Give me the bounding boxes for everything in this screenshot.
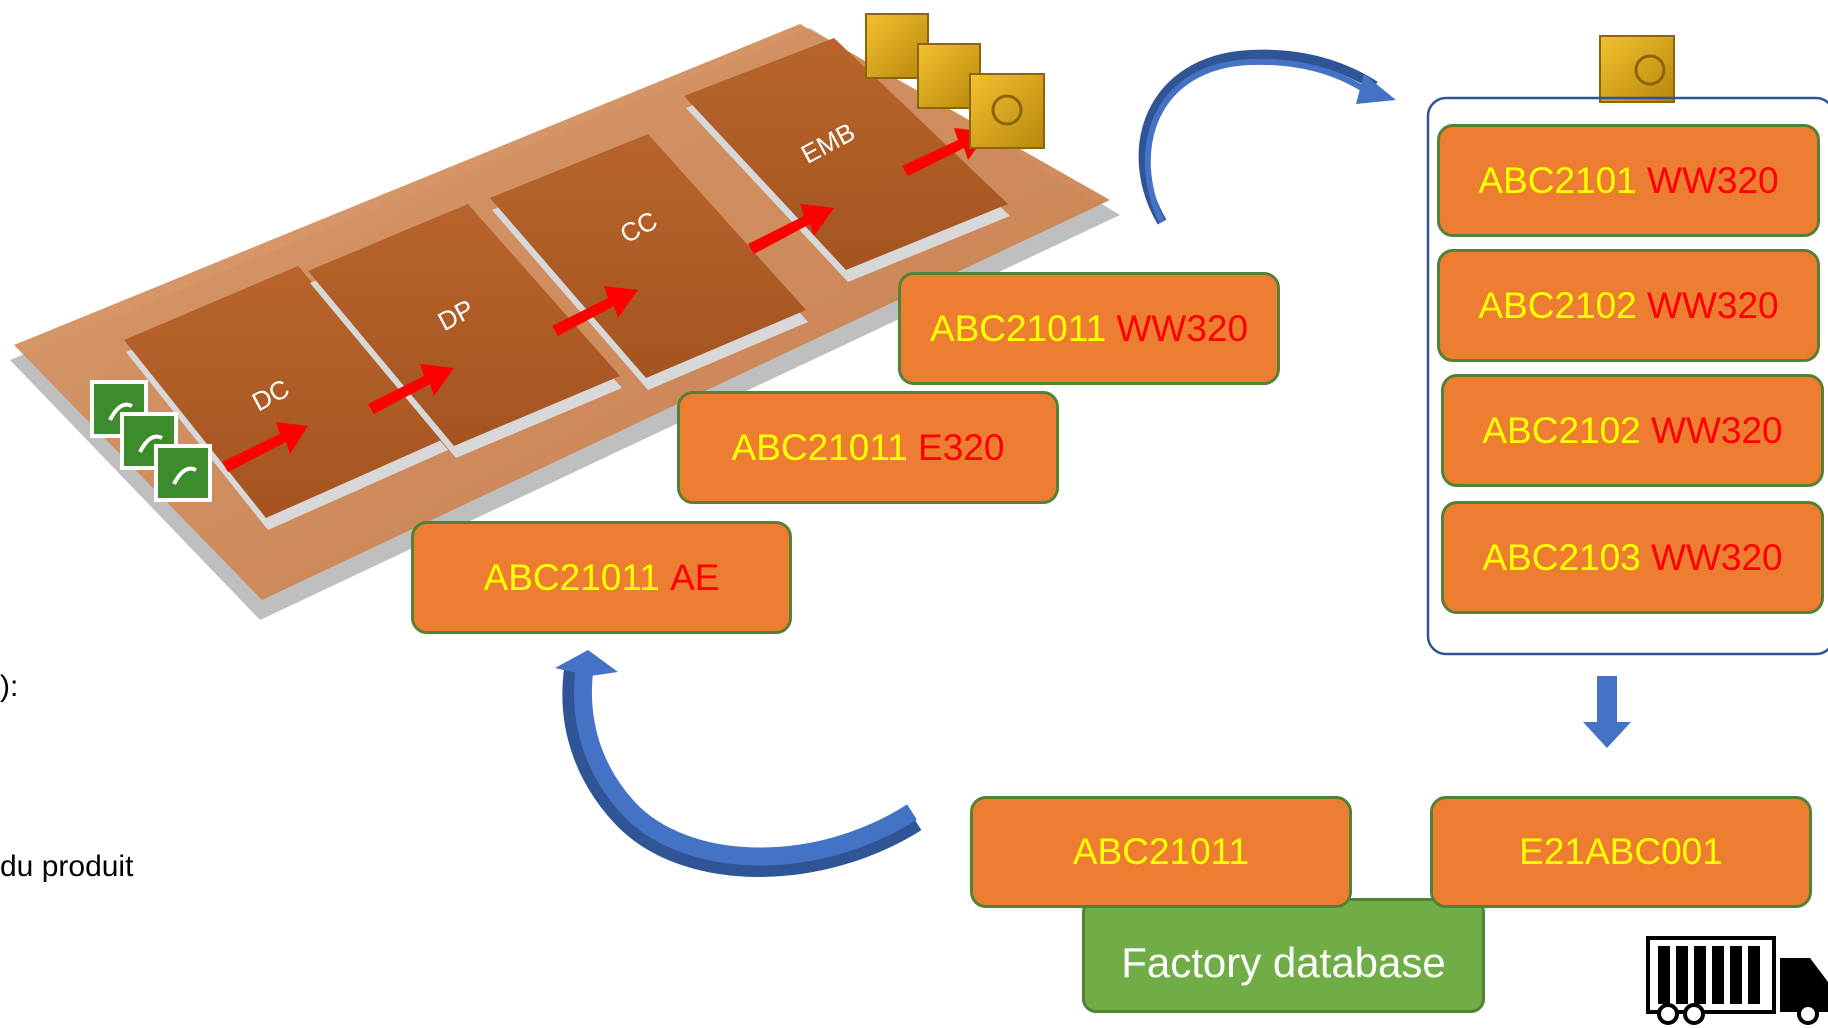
station-pad-dp (308, 204, 622, 458)
batch-group-frame (1426, 96, 1828, 656)
batch-suffix: WW320 (1647, 284, 1779, 326)
station-pad-emb (684, 38, 1010, 282)
process-suffix: E320 (918, 426, 1005, 468)
batch-suffix: WW320 (1651, 409, 1783, 451)
process-code-box-3: ABC21011 WW320 (898, 272, 1280, 385)
blue-curved-arrow-top (1138, 49, 1396, 225)
station-pad-cc (490, 134, 808, 390)
red-arrow-2 (368, 364, 454, 414)
red-arrow-1 (222, 422, 308, 472)
batch-code: ABC2102 (1478, 284, 1637, 326)
batch-code-box-4: ABC2103 WW320 (1441, 501, 1824, 614)
process-code: ABC21011 (483, 556, 660, 598)
lot-code-box: ABC21011 (970, 796, 1352, 908)
process-suffix: AE (670, 556, 720, 598)
process-code: ABC21011 (929, 307, 1107, 349)
batch-suffix: WW320 (1647, 159, 1779, 201)
red-arrow-4 (748, 204, 834, 254)
packaged-product-icon-batch (1599, 35, 1675, 103)
cropped-text-fragment-2: du produit (0, 850, 134, 883)
process-code: ABC21011 (731, 426, 908, 468)
red-arrow-5 (902, 128, 988, 176)
process-code-box-2: ABC21011 E320 (677, 391, 1059, 504)
red-arrow-3 (552, 286, 638, 336)
blue-down-arrow (1583, 676, 1631, 748)
batch-code: ABC2103 (1482, 536, 1641, 578)
batch-code-box-1: ABC2101 WW320 (1437, 124, 1820, 237)
shipment-code-box: E21ABC001 (1430, 796, 1812, 908)
batch-code: ABC2101 (1478, 159, 1637, 201)
raw-material-icon (90, 380, 212, 502)
blue-curved-arrow-bottom (555, 650, 922, 877)
batch-code-box-2: ABC2102 WW320 (1437, 249, 1820, 362)
batch-suffix: WW320 (1651, 536, 1783, 578)
truck-icon (1646, 936, 1828, 1025)
batch-code-box-3: ABC2102 WW320 (1441, 374, 1824, 487)
process-suffix: WW320 (1116, 307, 1249, 349)
packaged-product-icon (865, 13, 1045, 149)
cropped-text-fragment-1: ): (0, 670, 19, 703)
process-code-box-1: ABC21011 AE (411, 521, 792, 634)
factory-database-box: Factory database (1082, 898, 1485, 1013)
batch-code: ABC2102 (1482, 409, 1641, 451)
station-pad-dc (124, 266, 448, 530)
